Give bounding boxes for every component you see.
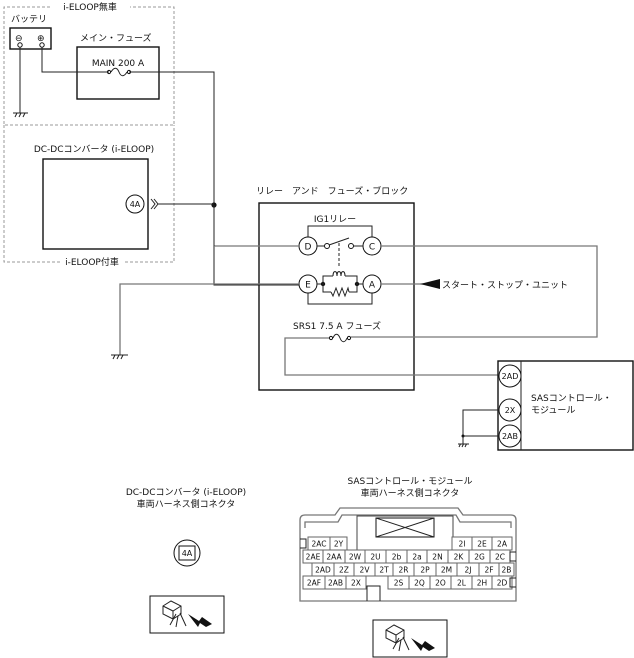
- iloop-on-region: i-ELOOP付車: [3, 125, 175, 268]
- switch-icon: [328, 237, 350, 246]
- relay-pin-a: A: [369, 281, 376, 291]
- connector-pin-label: 2F: [484, 566, 493, 575]
- connector-notch: [366, 585, 381, 601]
- connector-pin-label: 2T: [379, 566, 389, 575]
- sas-connector-orientation: [372, 619, 448, 658]
- relay-block-label: リレー アンド フューズ・ブロック: [256, 185, 408, 197]
- connector-pin-label: 2P: [420, 566, 430, 575]
- relay-pin-c: C: [369, 243, 375, 253]
- connector-pin-cell: [345, 575, 367, 590]
- connector-pin-label: 2L: [457, 579, 467, 588]
- connector-pin-label: 2U: [370, 553, 380, 562]
- connector-orientation-icon: [372, 619, 448, 658]
- battery-negative-icon: ⊖: [15, 34, 23, 44]
- connector-pin-label: 2C: [495, 553, 505, 562]
- sas-connector-title-1: SASコントロール・モジュール: [347, 477, 472, 487]
- start-stop-label: スタート・ストップ・ユニット: [442, 280, 568, 291]
- main-fuse-label: メイン・フューズ: [80, 32, 152, 44]
- connector-notch: [509, 577, 516, 588]
- connector-pin-label: 2AF: [307, 579, 321, 588]
- ground-icon: [111, 354, 128, 360]
- connector-pin-label: 2I: [459, 540, 466, 549]
- ig1-relay-label: IG1リレー: [314, 215, 356, 225]
- connector-pin-label: 2G: [474, 553, 485, 562]
- sas-connector-title-2: 車両ハーネス側コネクタ: [361, 487, 460, 499]
- connector-pin-label: 2D: [497, 579, 508, 588]
- connector-pin-label: 2M: [441, 566, 452, 575]
- battery-label: バッテリ: [11, 14, 47, 25]
- srs-fuse-icon: [332, 333, 348, 343]
- dcdc-label: DC-DCコンバータ (i-ELOOP): [34, 144, 154, 155]
- dcdc-connector-pin: 4A: [182, 549, 193, 558]
- connector-pin-label: 2K: [454, 553, 465, 562]
- connector-pin-label: 2Y: [334, 540, 344, 549]
- main-fuse: メイン・フューズ MAIN 200 A: [76, 32, 160, 100]
- sas-pin-2ad: 2AD: [502, 372, 519, 381]
- connector-pin-label: 2Z: [339, 566, 349, 575]
- connector-pin-label: 2R: [399, 566, 409, 575]
- connector-pin-label: 2a: [412, 553, 421, 562]
- connector-pin-label: 2B: [502, 566, 512, 575]
- iloop-off-label: i-ELOOP無車: [63, 1, 117, 13]
- sas-pin-2x: 2X: [505, 406, 516, 415]
- iloop-off-region: i-ELOOP無車: [3, 1, 175, 126]
- fuse-icon: [110, 67, 128, 77]
- connector-pin-label: 2S: [394, 579, 404, 588]
- connector-pin-label: 2O: [435, 579, 446, 588]
- dcdc-connector-view: DC-DCコンバータ (i-ELOOP) 車両ハーネス側コネクタ 4A: [126, 487, 246, 634]
- relay-pin-d: D: [305, 243, 312, 253]
- dcdc-connector-title-2: 車両ハーネス側コネクタ: [137, 498, 236, 510]
- ground-icon: [458, 443, 469, 448]
- sas-connector-pins: 2AC 2Y 2I 2E 2A 2AE 2AA 2W 2U 2b 2a 2N 2K 2G 2C 2AD 2Z 2V…: [300, 536, 516, 601]
- connector-pin-label: 2AA: [326, 553, 342, 562]
- arrow-icon: [420, 279, 440, 289]
- sas-label-line1: SASコントロール・: [531, 394, 612, 404]
- connector-pin-label: 2V: [360, 566, 371, 575]
- connector-pin-label: 2X: [351, 579, 361, 588]
- battery: バッテリ ⊖ ⊕: [9, 14, 52, 50]
- connector-pin-label: 2H: [477, 579, 487, 588]
- sas-label-line2: モジュール: [531, 406, 575, 416]
- connector-pin-label: 2A: [497, 540, 508, 549]
- connector-orientation-icon: [149, 595, 225, 634]
- connector-pin-label: 2AC: [311, 540, 326, 549]
- ground-icon: [13, 112, 28, 118]
- connector-pin-label: 2E: [477, 540, 487, 549]
- connector-pin-label: 2AB: [328, 579, 343, 588]
- battery-positive-icon: ⊕: [37, 34, 45, 44]
- connector-notch: [509, 551, 516, 562]
- iloop-on-label: i-ELOOP付車: [65, 256, 119, 268]
- main-fuse-rating: MAIN 200 A: [92, 59, 145, 69]
- sas-module: 2AD 2X 2AB SASコントロール・ モジュール: [497, 360, 634, 451]
- connector-pin-label: 2AD: [315, 566, 331, 575]
- dcdc-converter: DC-DCコンバータ (i-ELOOP) 4A: [34, 144, 159, 250]
- srs-fuse-label: SRS1 7.5 A フューズ: [293, 320, 381, 332]
- connector-pin-label: 2b: [392, 553, 402, 562]
- relay-fuse-block: リレー アンド フューズ・ブロック IG1リレー D C E A SRS1 7.…: [256, 185, 415, 391]
- connector-pin-label: 2N: [432, 553, 442, 562]
- coil-icon: [332, 271, 346, 277]
- connector-pin-label: 2W: [349, 553, 362, 562]
- relay-pin-e: E: [305, 281, 311, 291]
- connector-pin-label: 2Q: [414, 579, 425, 588]
- sas-pin-2ab: 2AB: [502, 432, 518, 441]
- dcdc-pin-4a: 4A: [130, 200, 141, 209]
- connector-pin-label: 2AE: [306, 553, 321, 562]
- connector-pin-cell: [491, 575, 513, 590]
- resistor-icon: [330, 286, 350, 298]
- connector-notch: [300, 538, 307, 549]
- connector-pin-label: 2J: [465, 566, 472, 575]
- connector-chevron-icon: [150, 198, 159, 210]
- dcdc-connector-title-1: DC-DCコンバータ (i-ELOOP): [126, 487, 246, 498]
